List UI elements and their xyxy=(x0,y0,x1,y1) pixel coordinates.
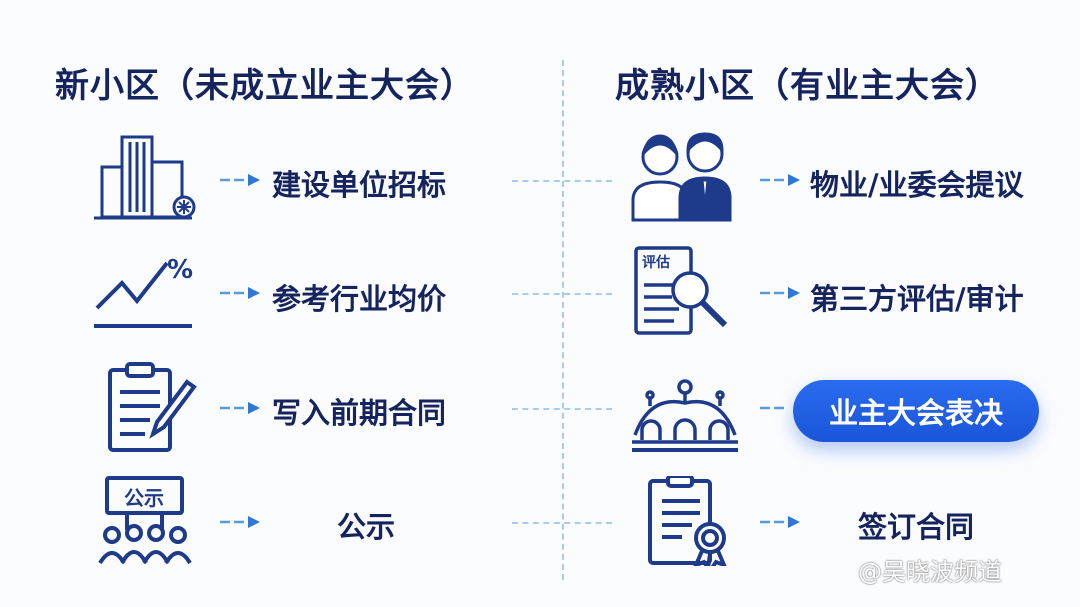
center-divider xyxy=(562,60,564,580)
arrow-right-icon xyxy=(220,402,260,414)
people-icon xyxy=(631,132,732,222)
evaluation-doc-text: 评估 xyxy=(642,254,670,271)
arrow-right-icon xyxy=(760,516,800,528)
arrow-right-icon xyxy=(220,174,260,186)
arrow-right-icon xyxy=(220,287,260,299)
public-notice-icon: 公示 xyxy=(98,476,192,565)
highlighted-step-label: 业主大会表决 xyxy=(793,380,1039,442)
row-connector xyxy=(512,408,612,410)
arrow-right-icon xyxy=(220,516,260,528)
step-label: 公示 xyxy=(337,510,396,544)
notice-sign-text: 公示 xyxy=(124,486,164,510)
right-column-title: 成熟小区（有业主大会） xyxy=(615,66,1000,106)
evaluation-magnifier-icon: 评估 xyxy=(634,246,728,335)
certified-contract-icon xyxy=(648,476,727,566)
step-label: 第三方评估/审计 xyxy=(810,282,1024,316)
step-label: 建设单位招标 xyxy=(272,168,447,202)
step-label: 签订合同 xyxy=(858,510,975,544)
step-label: 写入前期合同 xyxy=(272,396,447,430)
svg-text:%: % xyxy=(167,255,193,285)
clipboard-pen-icon xyxy=(108,362,197,452)
left-column-title: 新小区（未成立业主大会） xyxy=(55,66,475,106)
row-connector xyxy=(512,180,612,182)
step-label: 物业/业委会提议 xyxy=(810,168,1024,202)
trend-percent-icon: % xyxy=(94,255,193,328)
buildings-icon xyxy=(94,135,196,220)
row-connector xyxy=(512,293,612,295)
assembly-hall-icon xyxy=(632,379,738,452)
arrow-right-icon xyxy=(760,287,800,299)
step-label: 参考行业均价 xyxy=(272,282,447,316)
arrow-right-icon xyxy=(760,174,800,186)
row-connector xyxy=(512,522,612,524)
watermark: @吴晓波频道 xyxy=(858,558,1002,586)
dash-connector xyxy=(760,406,784,410)
